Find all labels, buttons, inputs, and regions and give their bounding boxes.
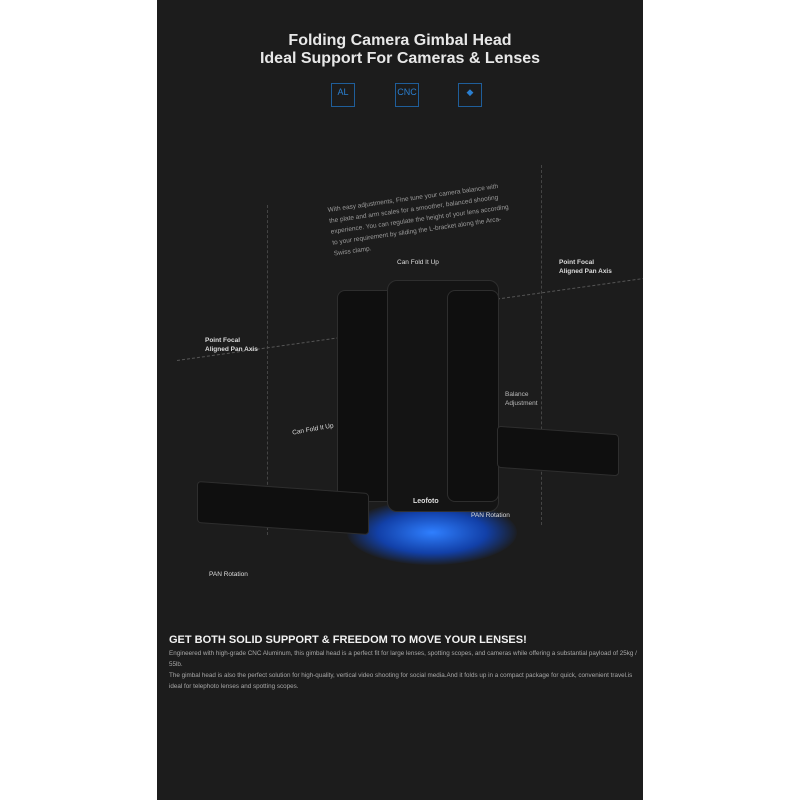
focal-left-line2: Aligned Pan Axis xyxy=(205,346,258,353)
pan-right-label: PAN Rotation xyxy=(471,512,510,519)
footer-heading: GET BOTH SOLID SUPPORT & FREEDOM TO MOVE… xyxy=(169,634,527,646)
focal-guide-right xyxy=(486,277,643,301)
balance-line1: Balance xyxy=(505,391,529,398)
cnc-icon: CNC xyxy=(395,83,419,107)
adjustment-note: With easy adjustments, Fine tune your ca… xyxy=(327,183,510,258)
guide-line xyxy=(541,165,542,525)
brand-logo: Leofoto xyxy=(413,498,439,505)
l-bracket-right xyxy=(447,290,499,502)
diamond-icon: ◆ xyxy=(458,83,482,107)
footer-paragraph-1: Engineered with high-grade CNC Aluminum,… xyxy=(169,650,637,668)
pan-left-label: PAN Rotation xyxy=(209,571,248,578)
balance-line2: Adjustment xyxy=(505,400,538,407)
guide-line xyxy=(267,205,268,535)
badge-text: AL xyxy=(337,87,349,97)
clamp-right xyxy=(497,425,619,477)
title-line-1: Folding Camera Gimbal Head xyxy=(288,32,512,49)
focal-right-line2: Aligned Pan Axis xyxy=(559,268,612,275)
title-line-2: Ideal Support For Cameras & Lenses xyxy=(259,50,541,67)
footer-paragraph-2: The gimbal head is also the perfect solu… xyxy=(169,672,633,690)
product-panel: Folding Camera Gimbal Head Ideal Support… xyxy=(157,0,643,800)
fold-left-label: Can Fold It Up xyxy=(291,422,335,437)
focal-left-line1: Point Focal xyxy=(205,337,241,344)
footer-body: Engineered with high-grade CNC Aluminum,… xyxy=(169,648,639,692)
focal-right-line1: Point Focal xyxy=(559,259,595,266)
fold-top-label: Can Fold It Up xyxy=(397,259,439,266)
badge-text: CNC xyxy=(397,87,417,97)
aluminium-icon: AL xyxy=(331,83,355,107)
